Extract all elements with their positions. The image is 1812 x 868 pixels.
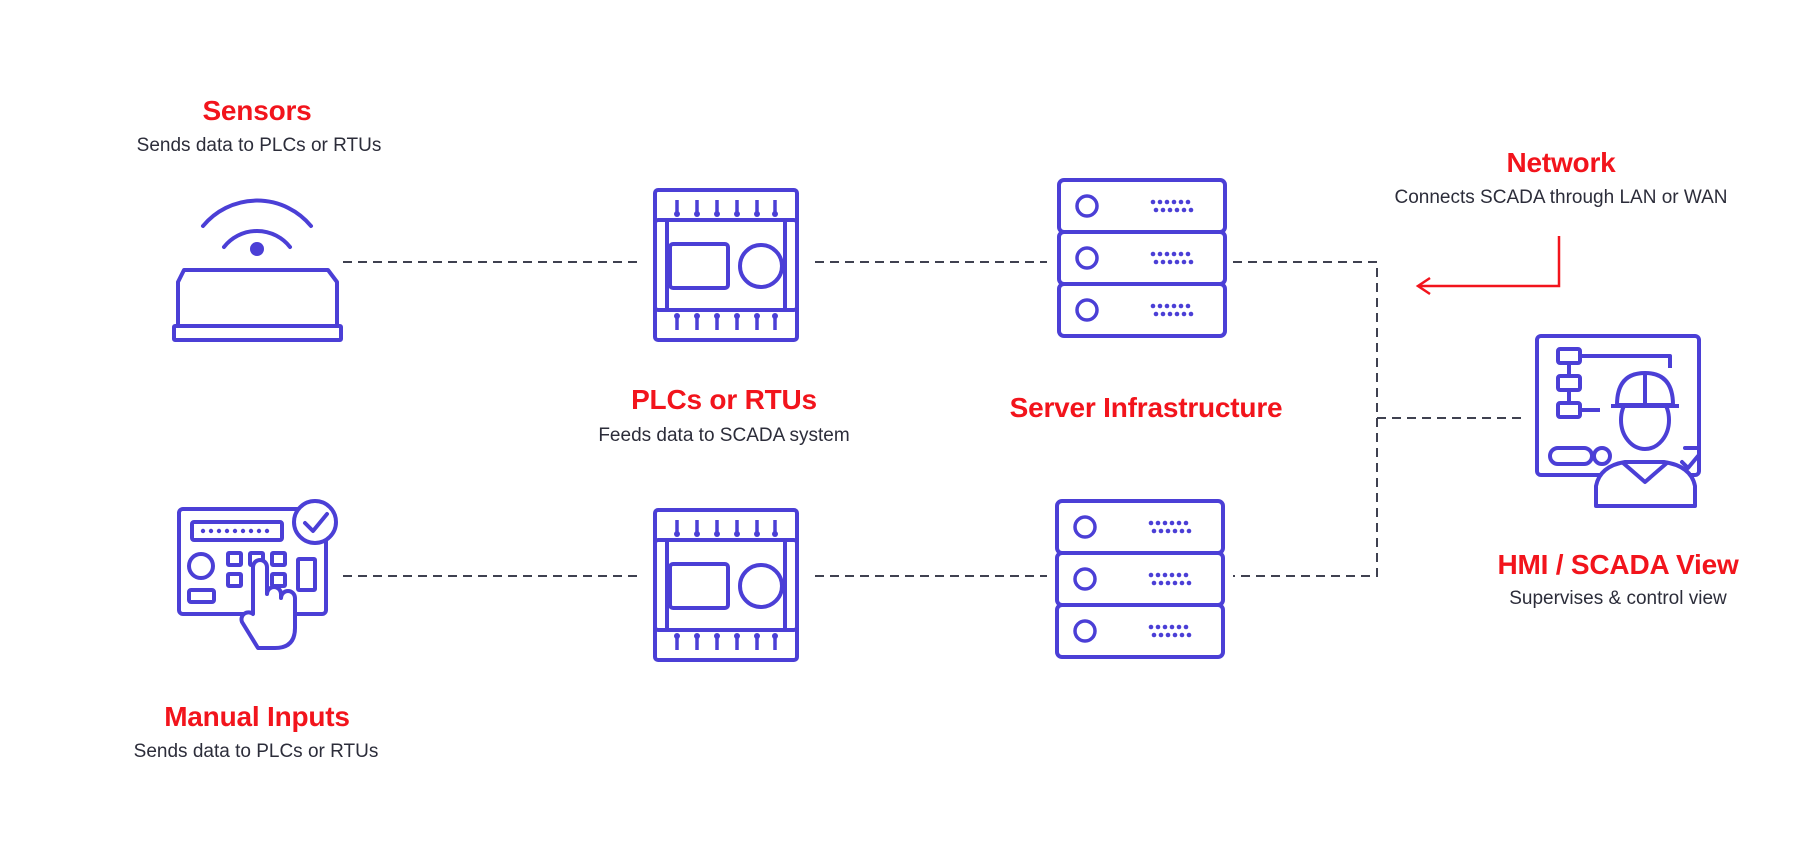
connector-lines: [343, 261, 1525, 577]
network-subtitle: Connects SCADA through LAN or WAN: [1394, 187, 1728, 208]
server-rack-icon: [1057, 501, 1223, 657]
plc-module-icon: [653, 188, 799, 342]
server-rack-icon: [1059, 180, 1225, 336]
sensors-subtitle: Sends data to PLCs or RTUs: [136, 135, 382, 156]
servers-title: Server Infrastructure: [1009, 392, 1283, 423]
control-panel-touch-icon: [177, 499, 338, 650]
manual-inputs-subtitle: Sends data to PLCs or RTUs: [133, 741, 379, 762]
wireless-sensor-icon: [172, 198, 343, 342]
plcs-subtitle: Feeds data to SCADA system: [598, 425, 850, 446]
manual-inputs-title: Manual Inputs: [164, 701, 350, 732]
plc-module-icon: [653, 508, 799, 662]
plcs-title: PLCs or RTUs: [631, 384, 817, 415]
sensors-title: Sensors: [202, 95, 312, 126]
arrow-left-icon: [1415, 236, 1561, 296]
hmi-title: HMI / SCADA View: [1497, 549, 1739, 580]
hmi-subtitle: Supervises & control view: [1509, 588, 1727, 609]
network-title: Network: [1506, 147, 1616, 178]
operator-screen-icon: [1535, 334, 1701, 508]
